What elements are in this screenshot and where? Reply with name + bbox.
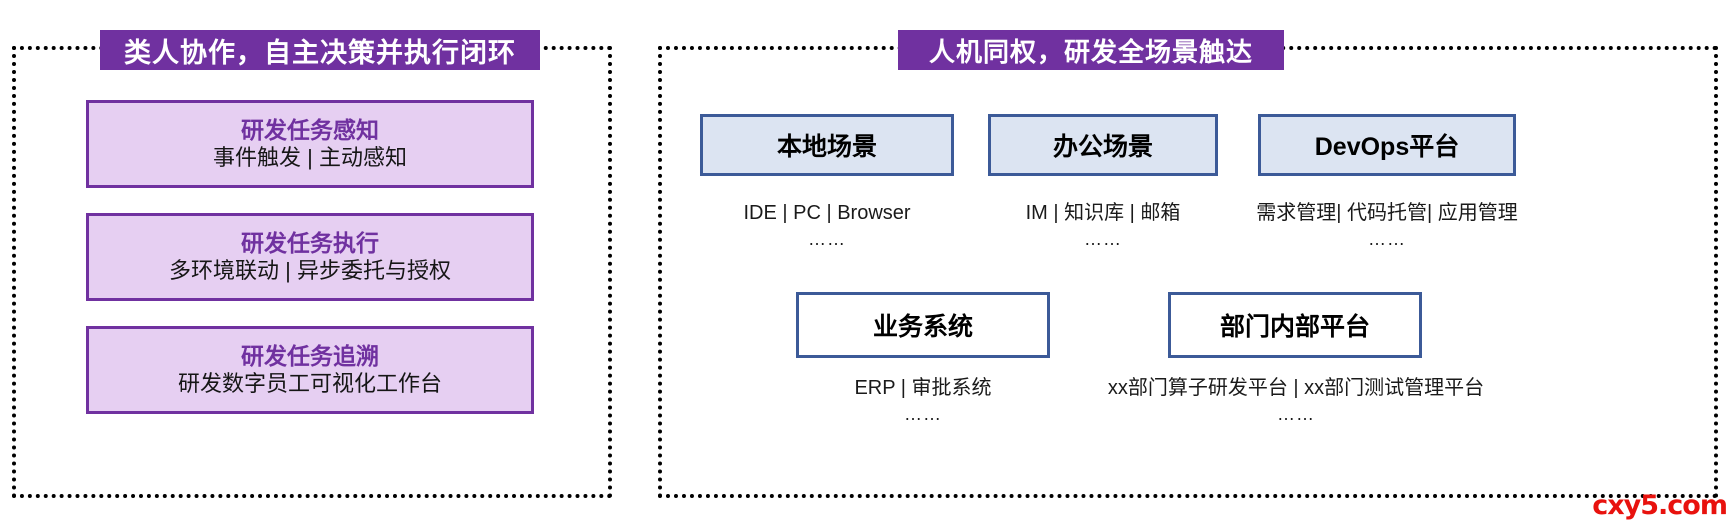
caption-office-text: IM | 知识库 | 邮箱 (1025, 202, 1181, 224)
caption-devops: 需求管理| 代码托管| 应用管理 …… (1240, 200, 1534, 251)
caption-business-system: ERP | 审批系统 …… (796, 375, 1050, 426)
caption-local-text: IDE | PC | Browser (743, 202, 911, 224)
caption-devops-more: …… (1368, 229, 1406, 249)
caption-office-more: …… (1084, 229, 1122, 249)
caption-department-platform: xx部门算子研发平台 | xx部门测试管理平台 …… (1090, 375, 1502, 426)
scenario-box-local: 本地场景 (700, 114, 954, 176)
left-panel-title: 类人协作，自主决策并执行闭环 (100, 30, 540, 70)
left-card-2-subtitle: 多环境联动 | 异步委托与授权 (169, 258, 451, 284)
left-card-3-subtitle: 研发数字员工可视化工作台 (177, 371, 442, 397)
caption-department-platform-text: xx部门算子研发平台 | xx部门测试管理平台 (1107, 377, 1485, 399)
right-panel-title: 人机同权，研发全场景触达 (898, 30, 1284, 70)
scenario-box-devops: DevOps平台 (1258, 114, 1516, 176)
scenario-box-business-system: 业务系统 (796, 292, 1050, 358)
scenario-box-office: 办公场景 (988, 114, 1218, 176)
caption-department-platform-more: …… (1277, 404, 1315, 424)
scenario-box-department-platform: 部门内部平台 (1168, 292, 1422, 358)
left-card-2: 研发任务执行 多环境联动 | 异步委托与授权 (86, 213, 534, 301)
caption-business-system-more: …… (904, 404, 942, 424)
caption-office: IM | 知识库 | 邮箱 …… (968, 200, 1238, 251)
left-card-2-title: 研发任务执行 (241, 229, 379, 256)
caption-business-system-text: ERP | 审批系统 (854, 377, 992, 399)
left-card-3-title: 研发任务追溯 (241, 342, 379, 369)
left-card-1-title: 研发任务感知 (241, 116, 379, 143)
left-card-1: 研发任务感知 事件触发 | 主动感知 (86, 100, 534, 188)
left-card-1-subtitle: 事件触发 | 主动感知 (213, 145, 407, 171)
caption-local-more: …… (808, 229, 846, 249)
caption-devops-text: 需求管理| 代码托管| 应用管理 (1256, 202, 1518, 224)
caption-local: IDE | PC | Browser …… (700, 200, 954, 251)
watermark-text: cxy5.com (1592, 490, 1728, 521)
left-card-3: 研发任务追溯 研发数字员工可视化工作台 (86, 326, 534, 414)
